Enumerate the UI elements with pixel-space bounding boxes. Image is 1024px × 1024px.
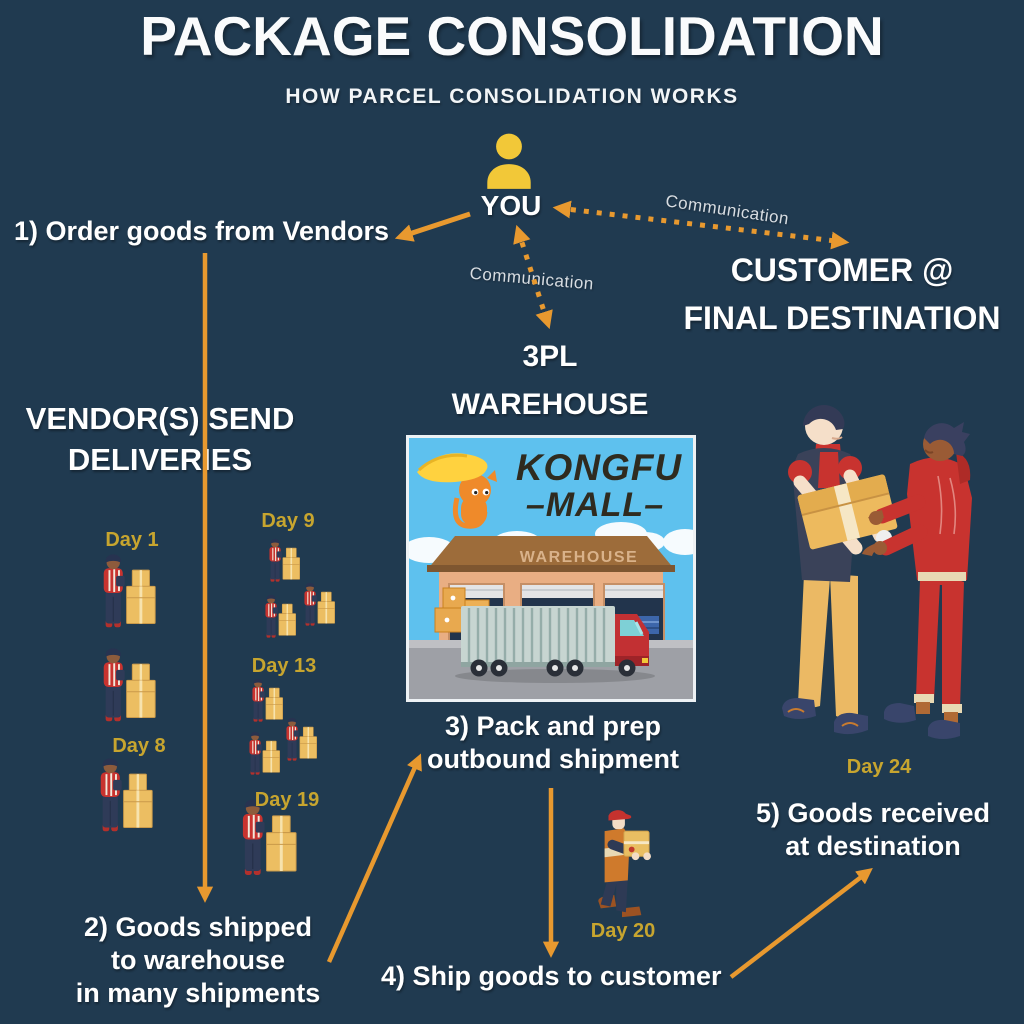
day-label-9: Day 9 (261, 510, 315, 532)
vendor-figure-small (249, 678, 285, 725)
vendor-figure-small (266, 538, 302, 585)
warehouse-illustration: KONGFU –MALL– WAREHOUSE (406, 435, 696, 702)
you-label: YOU (480, 190, 542, 221)
parcel-box-icon (797, 474, 898, 550)
warehouse-node-label: 3PL WAREHOUSE (425, 333, 675, 429)
step2-line1: 2) Goods shipped (83, 912, 312, 942)
day-label-1: Day 1 (105, 529, 159, 551)
cat-mascot-icon (417, 453, 497, 529)
day-label-24: Day 24 (846, 756, 912, 778)
customer-node-label: CUSTOMER @ FINAL DESTINATION (660, 246, 1024, 342)
vendor-figure (98, 647, 159, 727)
page-title: PACKAGE CONSOLIDATION (140, 5, 884, 67)
day-label-19: Day 19 (254, 789, 320, 811)
vendor-figure-small (301, 582, 337, 629)
svg-text:KONGFU: KONGFU (516, 447, 683, 488)
step5-line1: 5) Goods received (755, 798, 991, 828)
day-label-13: Day 13 (251, 655, 317, 677)
step2-line2: to warehouse (110, 945, 286, 975)
step2-label: 2) Goods shipped to warehouse in many sh… (50, 911, 346, 1010)
step2-line3: in many shipments (75, 978, 321, 1008)
vendor-figure-small (262, 594, 298, 641)
you-avatar-icon (478, 131, 540, 193)
step1-label: 1) Order goods from Vendors (14, 216, 390, 246)
day-label-20: Day 20 (590, 920, 656, 942)
step4-label: 4) Ship goods to customer (381, 961, 722, 991)
step5-label: 5) Goods received at destination (740, 797, 1006, 863)
vendors-node-label: VENDOR(S) SEND DELIVERIES (0, 398, 320, 480)
communication-label-warehouse: Communication (468, 263, 595, 294)
brand-logo-text: KONGFU –MALL– (516, 447, 683, 524)
svg-text:–MALL–: –MALL– (526, 486, 664, 524)
vendor-figure (95, 757, 156, 837)
vendor-figure (98, 553, 159, 633)
customer-line2: FINAL DESTINATION (683, 300, 1001, 336)
warehouse-line2: WAREHOUSE (451, 388, 649, 421)
page-subtitle: HOW PARCEL CONSOLIDATION WORKS (285, 85, 739, 108)
customer-person (862, 422, 972, 739)
step3-line1: 3) Pack and prep (444, 711, 662, 741)
delivery-person (782, 404, 887, 735)
warehouse-sign-text: WAREHOUSE (520, 549, 638, 566)
courier-illustration (598, 810, 651, 918)
arrow-you-to-step1 (394, 211, 471, 242)
warehouse-line1: 3PL (522, 340, 578, 373)
day-label-8: Day 8 (112, 735, 166, 757)
customer-line1: CUSTOMER @ (730, 252, 954, 288)
handover-illustration (782, 404, 972, 739)
vendors-line2: DELIVERIES (67, 442, 253, 477)
step5-line2: at destination (785, 831, 961, 861)
truck-icon (455, 606, 655, 683)
truck-wheels (470, 659, 636, 677)
step3-line2: outbound shipment (427, 744, 679, 774)
arrow-step4-to-step5 (729, 868, 873, 979)
step3-label: 3) Pack and prep outbound shipment (405, 710, 701, 776)
communication-label-customer: Communication (664, 191, 791, 229)
vendor-figure-small (246, 731, 282, 778)
vendors-line1: VENDOR(S) SEND (25, 401, 295, 436)
warehouse-scene: KONGFU –MALL– WAREHOUSE (409, 438, 693, 699)
vendor-figure-small (283, 717, 319, 764)
